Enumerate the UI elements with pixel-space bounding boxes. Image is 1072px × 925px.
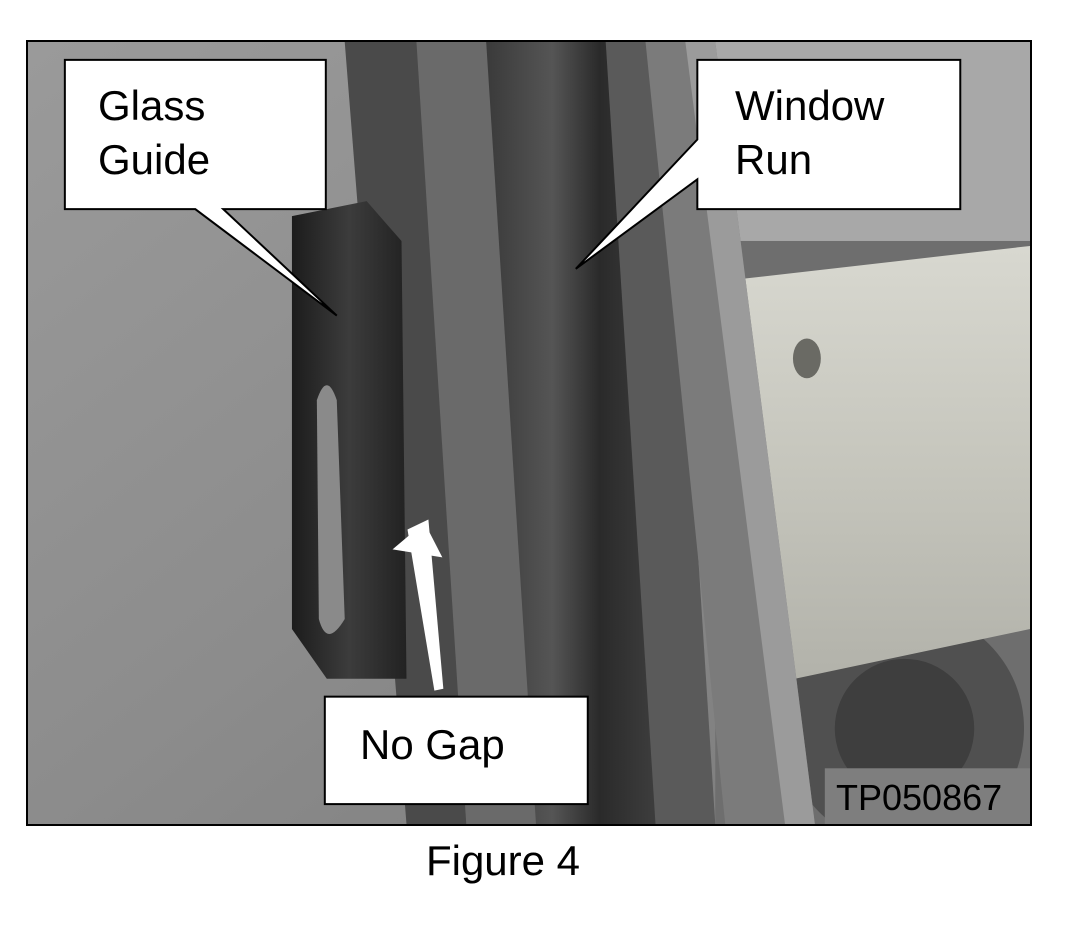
- photo-dark-ring-inner: [834, 658, 975, 799]
- window-run-callout-box: [575, 58, 962, 270]
- photo-frame: Glass Guide Window Run No Gap TP050867: [26, 40, 1032, 826]
- textured-strip: [416, 42, 556, 824]
- no-gap-callout-box: [323, 695, 589, 806]
- glass-guide-callout-box: [63, 58, 338, 317]
- no-gap-arrow: [392, 519, 444, 691]
- window-run-highlight: [685, 42, 815, 824]
- bracket-hole: [792, 338, 821, 379]
- no-gap-label: No Gap: [360, 721, 505, 768]
- glass-guide-reflection: [316, 385, 345, 634]
- photo-id: TP050867: [836, 777, 1003, 818]
- photo-id-background: [824, 768, 1030, 824]
- door-photo: [28, 42, 1030, 824]
- figure-caption: Figure 4: [425, 837, 581, 884]
- glass-guide-label: Glass Guide: [98, 82, 211, 183]
- window-run-edge: [605, 42, 716, 824]
- window-run-label: Window Run: [735, 82, 885, 183]
- glass-guide-part: [291, 201, 407, 679]
